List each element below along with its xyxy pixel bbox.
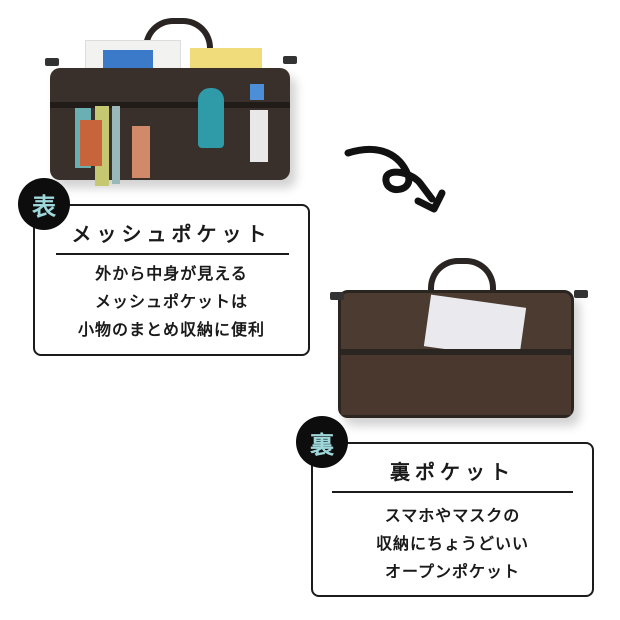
front-line-1: 外から中身が見える (95, 264, 248, 283)
back-badge: 裏 (296, 416, 348, 468)
front-badge: 表 (18, 178, 70, 230)
back-info-card: 裏ポケット スマホやマスクの 収納にちょうどいい オープンポケット (311, 442, 594, 597)
front-line-2: メッシュポケットは (94, 292, 248, 311)
bag-handle (428, 258, 496, 292)
back-line-2: 収納にちょうどいい (375, 534, 529, 553)
front-line-3: 小物のまとめ収納に便利 (77, 320, 265, 339)
front-bag-image (45, 18, 297, 186)
curly-arrow-icon (344, 145, 446, 213)
back-card-description: スマホやマスクの 収納にちょうどいい オープンポケット (313, 502, 592, 586)
front-card-title: メッシュポケット (71, 222, 272, 246)
back-line-1: スマホやマスクの (384, 506, 521, 525)
bag-handle (143, 18, 213, 52)
back-bag-body (338, 290, 574, 418)
front-info-card: メッシュポケット 外から中身が見える メッシュポケットは 小物のまとめ収納に便利 (33, 204, 310, 356)
divider (332, 491, 573, 493)
back-line-3: オープンポケット (384, 562, 521, 581)
back-card-title: 裏ポケット (390, 460, 515, 484)
front-bag-body (50, 68, 290, 186)
back-bag-image (330, 258, 595, 426)
front-card-description: 外から中身が見える メッシュポケットは 小物のまとめ収納に便利 (35, 260, 308, 344)
divider (56, 253, 289, 255)
